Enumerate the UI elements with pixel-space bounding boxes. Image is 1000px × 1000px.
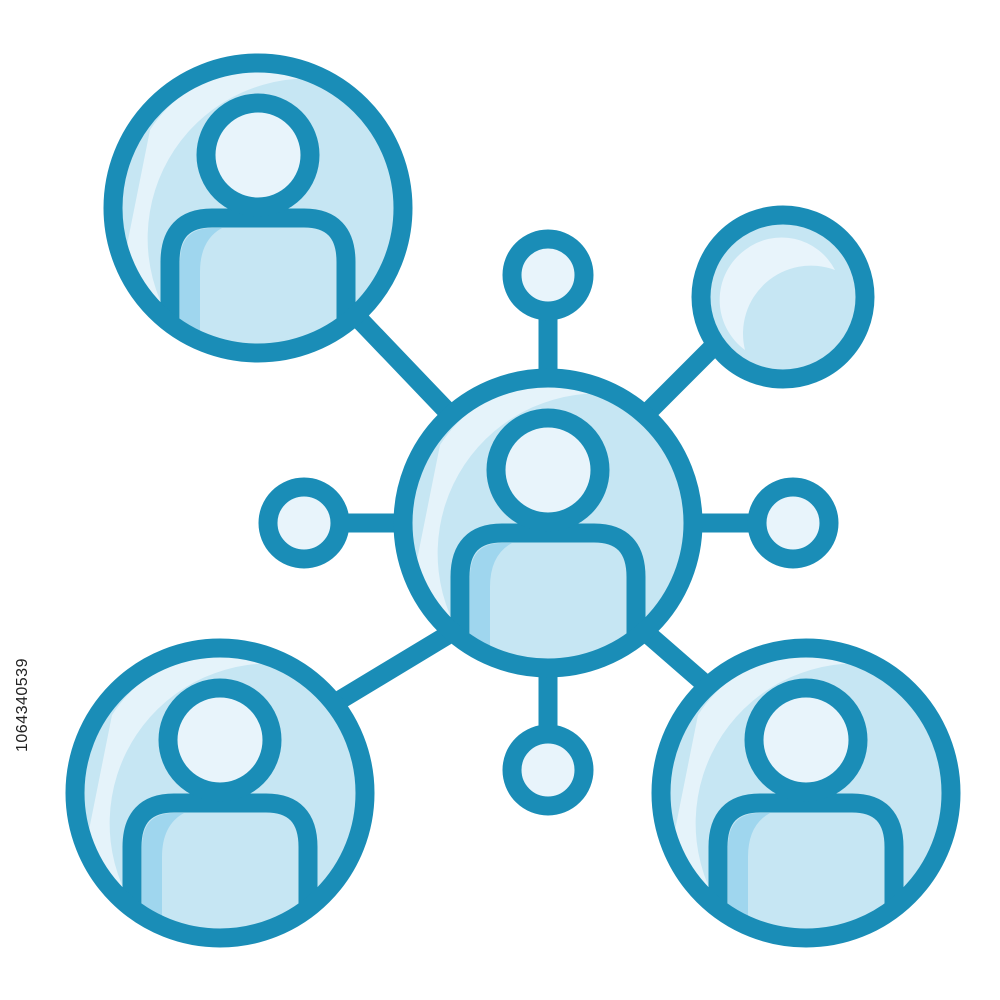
small-node-right	[747, 477, 839, 569]
user-circle-bottom-right	[651, 638, 961, 948]
connector-line	[640, 330, 730, 420]
small-node-left	[258, 477, 350, 569]
user-circle-top-left	[103, 53, 413, 363]
small-node-top	[502, 229, 594, 321]
user-circle-bottom-left	[65, 638, 375, 948]
user-circle-center	[393, 368, 703, 678]
stock-id-label: 1064340539	[14, 658, 31, 752]
small-node-bottom	[502, 724, 594, 816]
connector-lines	[325, 296, 772, 750]
connector-line	[330, 626, 456, 710]
top-right-node	[691, 205, 875, 389]
connector-line	[348, 308, 456, 420]
